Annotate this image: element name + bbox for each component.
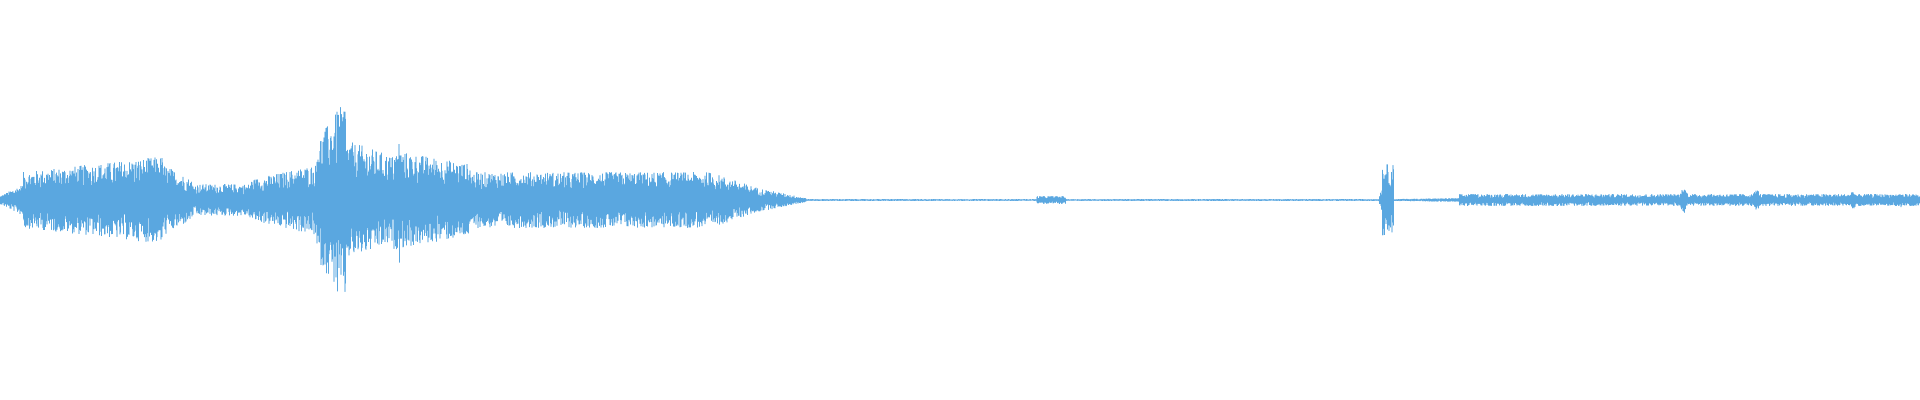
waveform-trace	[0, 107, 1920, 292]
